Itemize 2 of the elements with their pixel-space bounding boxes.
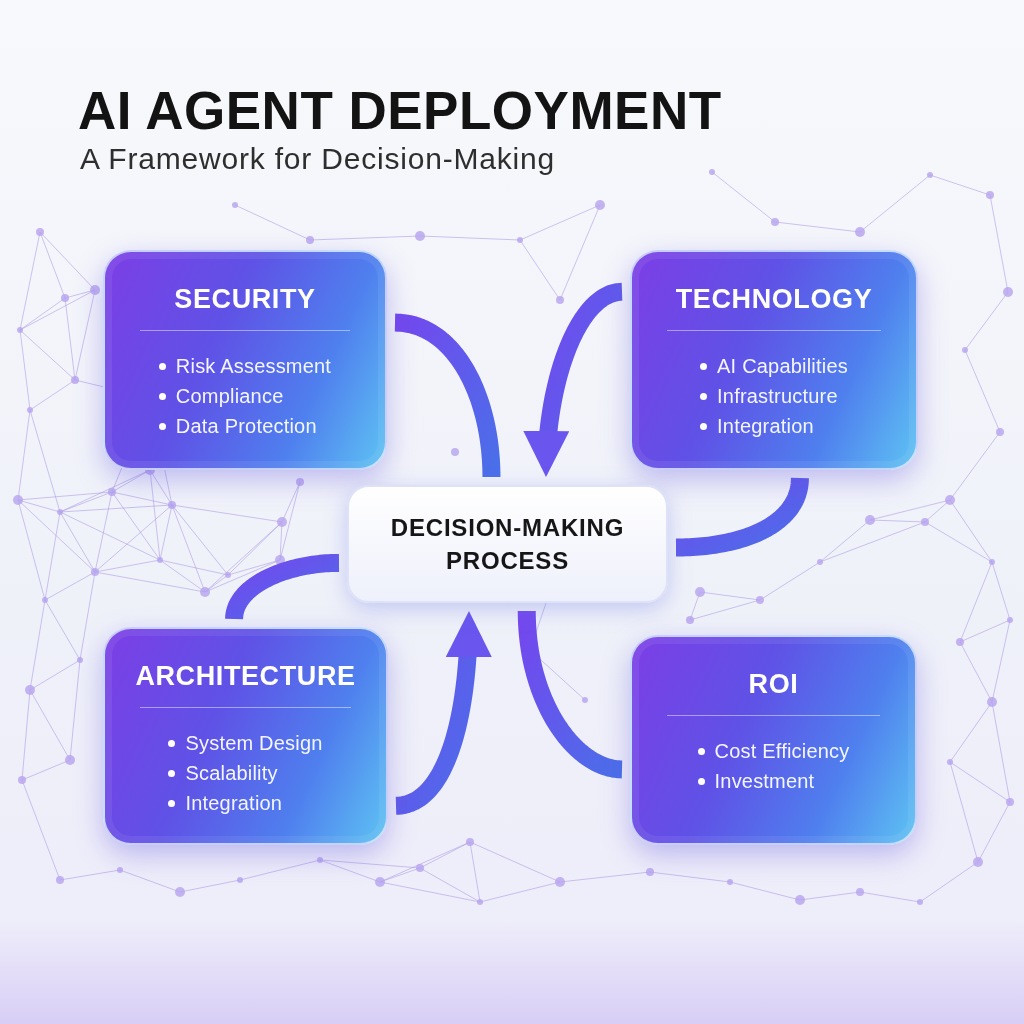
title: AI AGENT DEPLOYMENT <box>78 84 722 138</box>
subtitle: A Framework for Decision-Making <box>80 142 555 176</box>
